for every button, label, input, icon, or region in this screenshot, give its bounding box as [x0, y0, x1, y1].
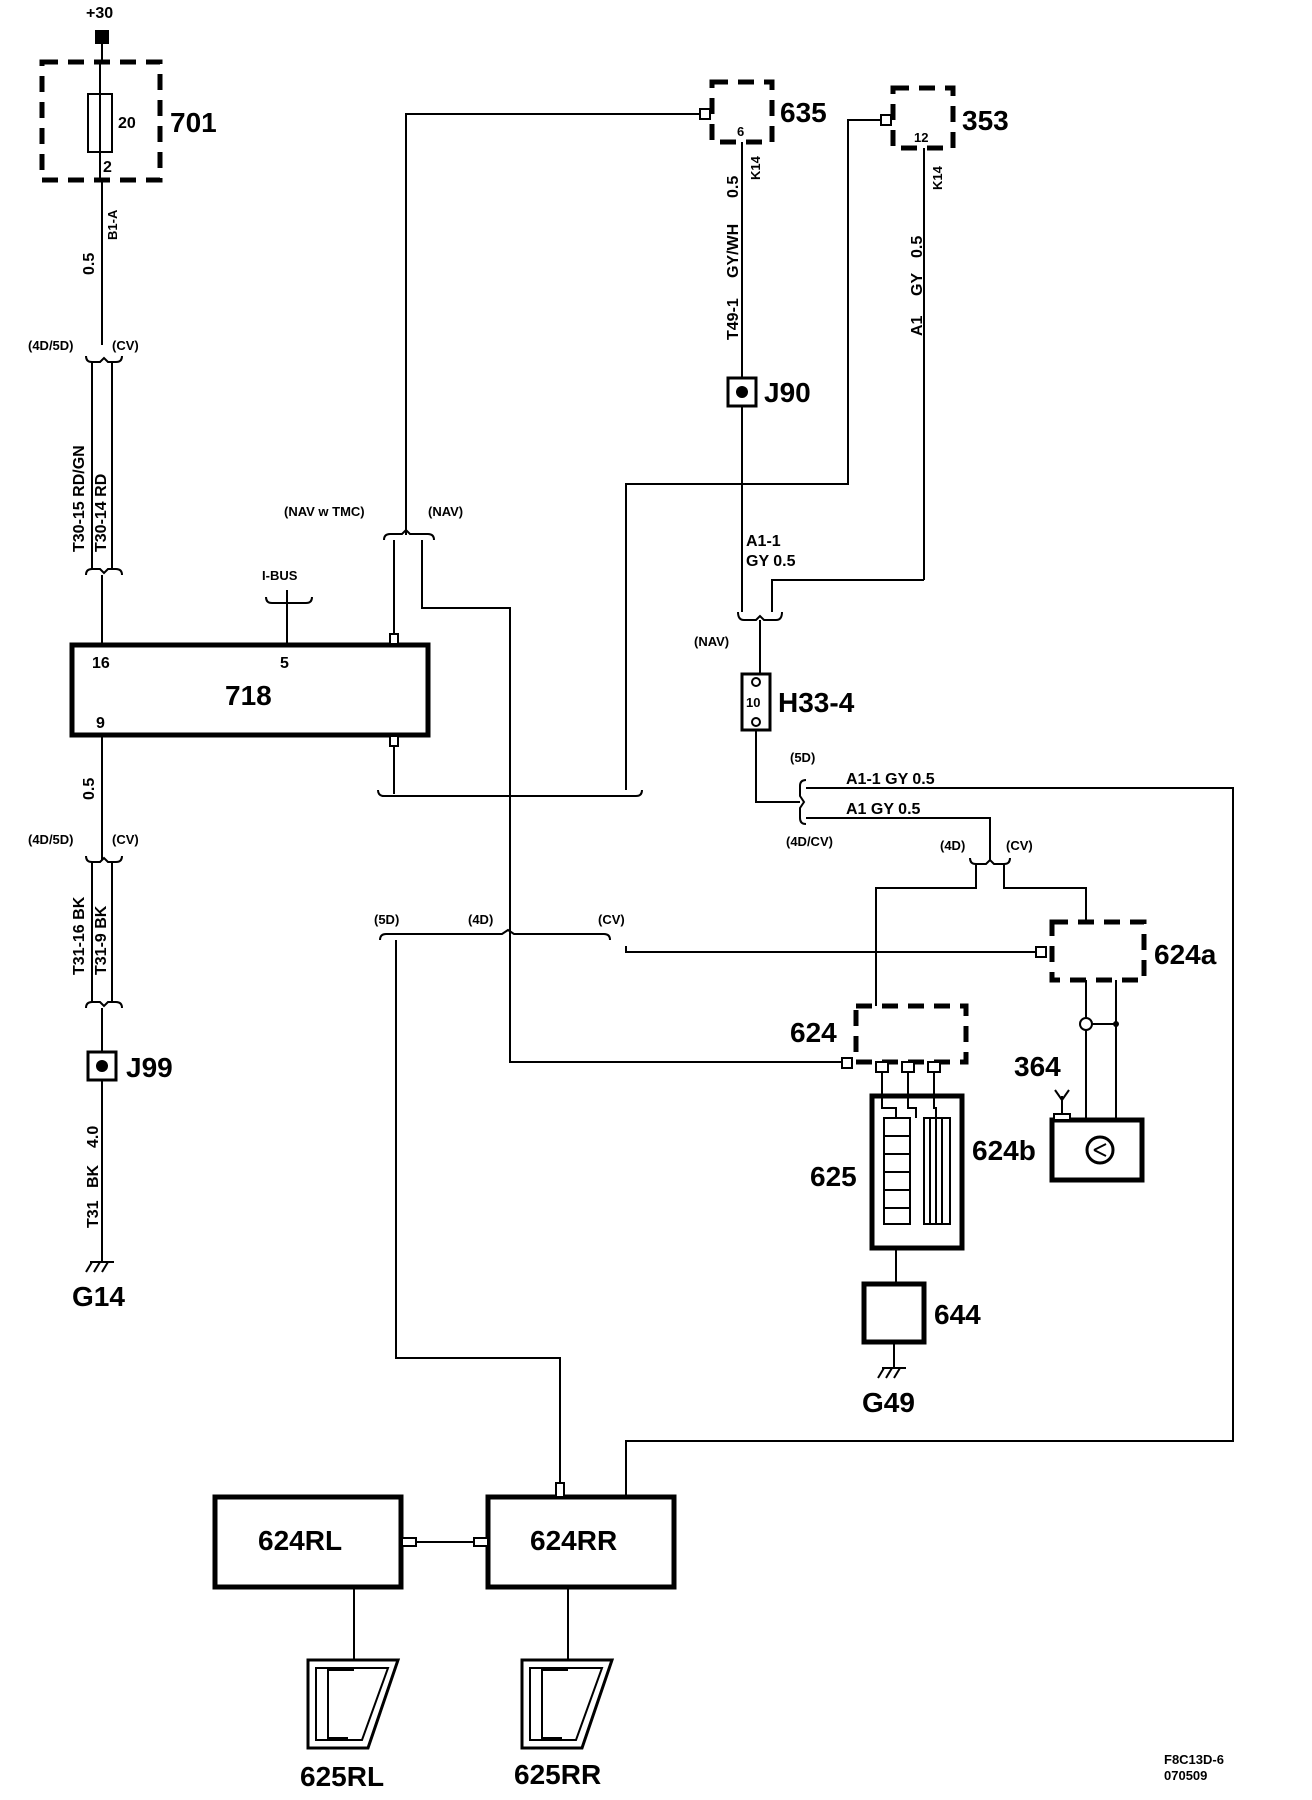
fuse-pin-out: 2: [103, 159, 112, 176]
connector-h33-4: 10 H33-4: [740, 672, 855, 732]
module-718-label: 718: [225, 680, 272, 711]
speaker-625rl: 625RL: [300, 1658, 401, 1792]
wire-a11-name: A1-1: [746, 533, 781, 550]
module-624a-label: 624a: [1154, 939, 1217, 970]
wire-t30-15: T30-15 RD/GN: [71, 445, 88, 552]
wire-b1a: B1-A: [105, 209, 120, 240]
variant-4d5d-top: (4D/5D): [28, 338, 74, 353]
module-718: 16 5 9 718: [69, 642, 431, 738]
connector-353-label: 353: [962, 105, 1009, 136]
splice-j90: J90: [726, 376, 811, 408]
wire-k14-a: K14: [748, 155, 763, 180]
module-718-pin9: 9: [96, 715, 105, 732]
label-4d: (4D): [468, 912, 493, 927]
unit-625-label: 625: [810, 1161, 857, 1192]
module-644: 644: [861, 1281, 981, 1345]
module-624rl-label: 624RL: [258, 1525, 342, 1556]
fuse-701-label: 701: [170, 107, 217, 138]
variant-5d: (5D): [790, 750, 815, 765]
module-624rl: 624RL: [212, 1494, 417, 1590]
variant-cv-top: (CV): [112, 338, 139, 353]
speaker-625rr-label: 625RR: [514, 1759, 601, 1790]
wire-a1: A1: [909, 315, 926, 336]
module-624rr-label: 624RR: [530, 1525, 617, 1556]
connector-635: 6 635: [699, 79, 827, 145]
supply-label: +30: [86, 5, 113, 22]
ibus-label: I-BUS: [262, 568, 298, 583]
connector-353-pin: 12: [914, 130, 928, 145]
wire-t31-size: 4.0: [85, 1126, 102, 1148]
wire-a1-size: 0.5: [909, 236, 926, 258]
unit-625-624b: 625 624b: [810, 1072, 1036, 1251]
connector-h33-4-label: H33-4: [778, 687, 855, 718]
variant-nav-tmc: (NAV w TMC): [284, 504, 365, 519]
wire-t49-color: GY/WH: [725, 224, 742, 278]
splice-j90-label: J90: [764, 377, 811, 408]
label-5d: (5D): [374, 912, 399, 927]
wire-t49: T49-1: [725, 298, 742, 340]
variant-4dcv: (4D/CV): [786, 834, 833, 849]
footer-code: F8C13D-6: [1164, 1752, 1224, 1767]
variant-4d-right: (4D): [940, 838, 965, 853]
module-718-pin5: 5: [280, 655, 289, 672]
variant-4d5d-bot: (4D/5D): [28, 832, 74, 847]
wire-t31-color: BK: [85, 1164, 102, 1188]
label-cv: (CV): [598, 912, 625, 927]
splice-j99-label: J99: [126, 1052, 173, 1083]
fuse-box-701: 20 2 701: [39, 59, 217, 183]
footer-date: 070509: [1164, 1768, 1207, 1783]
wire-t31-9: T31-9 BK: [93, 905, 110, 975]
ground-g14-label: G14: [72, 1281, 125, 1312]
connector-353: 12 353: [880, 85, 1009, 151]
variant-nav-2: (NAV): [694, 634, 729, 649]
ground-g49: G49: [862, 1367, 915, 1418]
wire-a1-color: GY: [909, 273, 926, 296]
wire-5d-spec: A1-1 GY 0.5: [846, 771, 935, 788]
amplifier-364: 364: [1014, 1051, 1145, 1183]
wire-k14-b: K14: [930, 165, 945, 190]
wire-4dcv-spec: A1 GY 0.5: [846, 801, 921, 818]
fuse-pin-in: 20: [118, 115, 136, 132]
variant-cv-bot: (CV): [112, 832, 139, 847]
wire-718-9-size: 0.5: [81, 778, 98, 800]
wire-t31-16: T31-16 BK: [71, 896, 88, 975]
connector-635-pin: 6: [737, 124, 744, 139]
wire-a11-spec: GY 0.5: [746, 553, 796, 570]
module-644-label: 644: [934, 1299, 981, 1330]
unit-624b-label: 624b: [972, 1135, 1036, 1166]
module-624-label: 624: [790, 1017, 837, 1048]
speaker-625rl-label: 625RL: [300, 1761, 384, 1792]
variant-cv-right: (CV): [1006, 838, 1033, 853]
ground-g14: G14: [72, 1261, 125, 1312]
wire-t49-size: 0.5: [725, 176, 742, 198]
module-624rr: 624RR: [473, 1482, 677, 1590]
amplifier-364-label: 364: [1014, 1051, 1061, 1082]
module-624: 624: [790, 1003, 969, 1073]
wire-t30-14: T30-14 RD: [93, 474, 110, 552]
wire-t31: T31: [85, 1200, 102, 1228]
connector-635-label: 635: [780, 97, 827, 128]
speaker-625rr: 625RR: [514, 1658, 615, 1790]
module-624a: 624a: [1049, 919, 1217, 983]
supply-terminal: +30: [86, 5, 113, 60]
wire-701-size: 0.5: [81, 253, 98, 275]
splice-j99: J99: [86, 1050, 173, 1083]
connector-h33-4-pin: 10: [746, 695, 760, 710]
variant-nav: (NAV): [428, 504, 463, 519]
module-718-pin16: 16: [92, 655, 110, 672]
ground-g49-label: G49: [862, 1387, 915, 1418]
